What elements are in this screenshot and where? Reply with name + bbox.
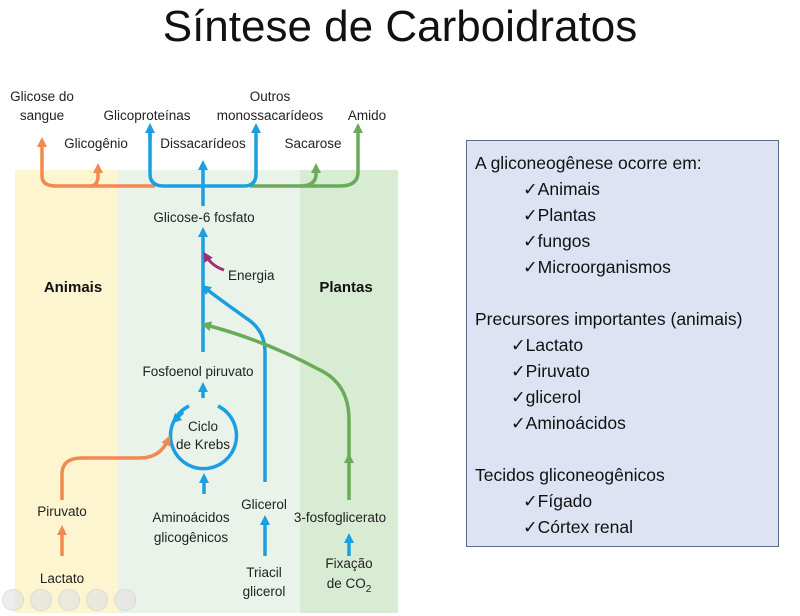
- blue-input-arrows: [260, 515, 354, 556]
- glucogenic-amino-acids-label-line2: glicogênicos: [154, 530, 229, 545]
- green-distribution-arrows: [250, 123, 363, 188]
- zoom-icon[interactable]: [86, 589, 108, 611]
- orange-animal-pathway: [57, 435, 171, 556]
- list-item: ✓Lactato: [511, 335, 584, 355]
- arrow-tool-icon[interactable]: [2, 589, 24, 611]
- disaccharides-label: Dissacarídeos: [160, 136, 246, 151]
- orange-distribution-arrows: [37, 137, 155, 188]
- blood-glucose-label-line1: Glicose do: [10, 89, 74, 104]
- animals-region: [15, 170, 118, 613]
- list-item: ✓Piruvato: [511, 361, 590, 381]
- triacylglycerol-label-line1: Triacil: [246, 565, 282, 580]
- krebs-cycle-label-line2: de Krebs: [176, 437, 230, 452]
- list-item: ✓fungos: [523, 231, 591, 251]
- co2-fixation-label-line2: de CO2: [327, 576, 372, 595]
- triacylglycerol-label-line2: glicerol: [243, 584, 286, 599]
- section-tissues-title: Tecidos gliconeogênicos: [475, 465, 665, 485]
- pen-tool-icon[interactable]: [30, 589, 52, 611]
- slides-icon[interactable]: [58, 589, 80, 611]
- krebs-cycle: [168, 404, 239, 494]
- 3-phosphoglycerate-label: 3-fosfoglicerato: [294, 510, 386, 525]
- plants-label: Plantas: [319, 279, 372, 296]
- more-icon[interactable]: [114, 589, 136, 611]
- viewer-toolbar: [2, 589, 142, 616]
- krebs-cycle-label-line1: Ciclo: [188, 419, 218, 434]
- energy-arrow: [203, 251, 225, 272]
- starch-label: Amido: [348, 108, 386, 123]
- other-monosaccharides-label-line1: Outros: [250, 89, 291, 104]
- sucrose-label: Sacarose: [284, 136, 341, 151]
- list-item: ✓Microorganismos: [523, 257, 671, 277]
- green-plant-pathway: [201, 321, 354, 500]
- other-monosaccharides-label-line2: monossacarídeos: [217, 108, 324, 123]
- animals-label: Animais: [44, 279, 102, 296]
- glycoproteins-label: Glicoproteínas: [103, 108, 190, 123]
- glucogenic-amino-acids-label-line1: Aminoácidos: [152, 510, 230, 525]
- section-occurs-in-title: A gliconeogênese ocorre em:: [475, 153, 702, 173]
- pyruvate-label: Piruvato: [37, 504, 87, 519]
- list-item: ✓Córtex renal: [523, 517, 633, 537]
- blood-glucose-label-line2: sangue: [20, 108, 64, 123]
- blue-distribution-arrows: [145, 123, 261, 206]
- phosphoenolpyruvate-label: Fosfoenol piruvato: [142, 364, 253, 379]
- page-title: Síntese de Carboidratos: [162, 2, 638, 51]
- gluconeogenesis-info-panel: A gliconeogênese ocorre em: ✓Animais ✓Pl…: [466, 140, 779, 547]
- list-item: ✓Fígado: [523, 491, 593, 511]
- list-item: ✓Animais: [523, 179, 600, 199]
- glucose-6-phosphate-label: Glicose-6 fosfato: [153, 210, 254, 225]
- list-item: ✓glicerol: [511, 387, 582, 407]
- glycogen-label: Glicogênio: [64, 136, 128, 151]
- lactate-label: Lactato: [40, 571, 84, 586]
- co2-fixation-label-line1: Fixação: [325, 556, 372, 571]
- list-item: ✓Aminoácidos: [511, 413, 626, 433]
- glycerol-label: Glicerol: [241, 497, 287, 512]
- section-precursors-title: Precursores importantes (animais): [475, 309, 743, 329]
- middle-region: [118, 170, 300, 613]
- energy-label: Energia: [228, 268, 275, 283]
- list-item: ✓Plantas: [523, 205, 597, 225]
